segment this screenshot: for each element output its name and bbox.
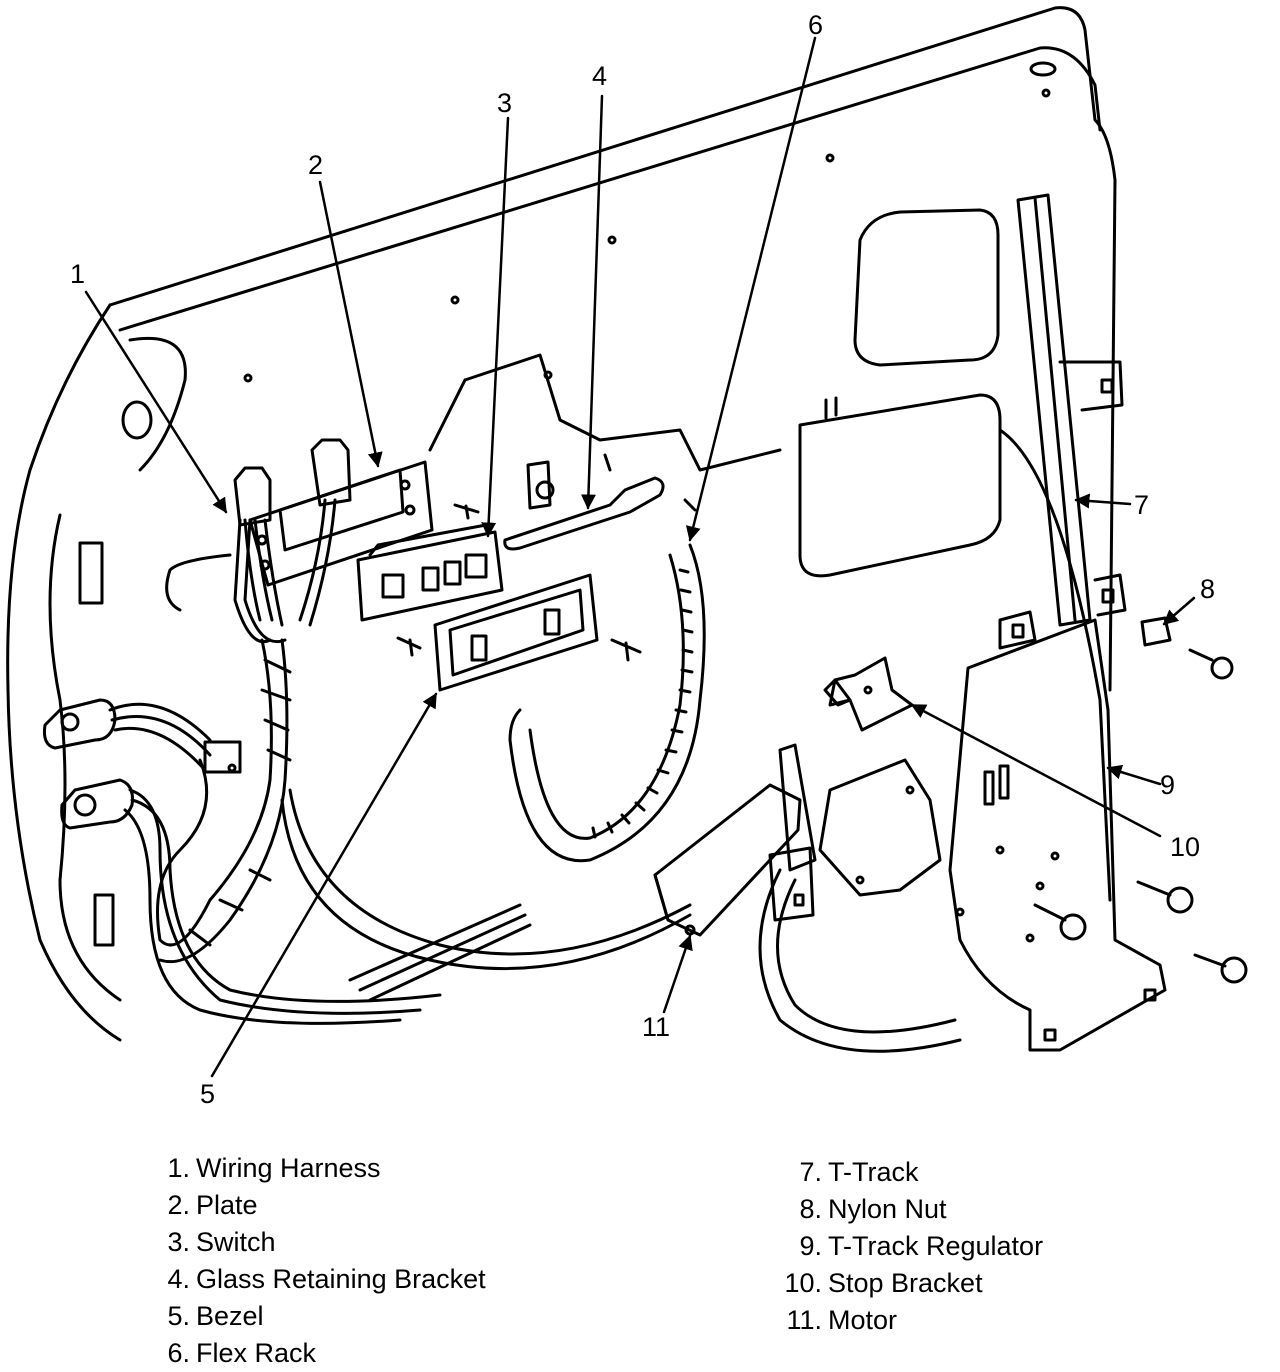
legend-number: 10. (784, 1268, 822, 1298)
callout-11: 11 (642, 1012, 671, 1042)
legend-item: 5.Bezel (150, 1298, 486, 1335)
wiring-harness-drawing (43, 518, 692, 1025)
callout-3: 3 (497, 88, 513, 118)
stop-bracket-drawing (823, 656, 914, 732)
leader-lines (84, 36, 1196, 1078)
legend-item: 4.Glass Retaining Bracket (150, 1261, 486, 1298)
flex-rack-drawing (508, 543, 706, 863)
callout-7: 7 (1134, 490, 1150, 520)
legend-number: 3. (167, 1227, 190, 1257)
screws-drawing (396, 503, 642, 662)
legend-right: 7.T-Track 8.Nylon Nut 9.T-Track Regulato… (782, 1154, 1043, 1339)
nylon-nut-and-bolts-drawing (1033, 616, 1248, 984)
legend-number: 5. (167, 1301, 190, 1331)
t-track-regulator-drawing (948, 193, 1167, 1052)
switch-drawing (356, 523, 504, 622)
callout-1: 1 (70, 259, 86, 289)
legend-number: 2. (167, 1190, 190, 1220)
legend-label: Glass Retaining Bracket (196, 1264, 486, 1294)
callout-9: 9 (1160, 770, 1176, 800)
callout-5: 5 (200, 1079, 216, 1109)
legend-number: 6. (167, 1338, 190, 1368)
legend-label: Wiring Harness (196, 1153, 381, 1183)
callout-6: 6 (808, 10, 824, 40)
legend-item: 8.Nylon Nut (782, 1191, 1043, 1228)
legend-label: Stop Bracket (828, 1268, 983, 1298)
legend-label: Plate (196, 1190, 258, 1220)
glass-retaining-bracket-drawing (503, 453, 697, 551)
legend-number: 1. (167, 1153, 190, 1183)
legend-item: 1.Wiring Harness (150, 1150, 486, 1187)
legend-item: 2.Plate (150, 1187, 486, 1224)
bezel-drawing (433, 573, 599, 692)
callout-2: 2 (308, 150, 324, 180)
door-inner-panel (6, 6, 1117, 1042)
legend-item: 7.T-Track (782, 1154, 1043, 1191)
legend-item: 9.T-Track Regulator (782, 1228, 1043, 1265)
legend-number: 7. (799, 1157, 822, 1187)
legend-label: Bezel (196, 1301, 264, 1331)
legend-number: 11. (786, 1305, 822, 1335)
legend-item: 11.Motor (782, 1302, 1043, 1339)
callout-10: 10 (1170, 832, 1201, 862)
motor-drawing (653, 743, 962, 1053)
plate-drawing (248, 460, 434, 587)
legend-number: 4. (167, 1264, 190, 1294)
callout-8: 8 (1200, 574, 1216, 604)
legend-label: Switch (196, 1227, 276, 1257)
legend-label: Nylon Nut (828, 1194, 947, 1224)
door-assembly-drawing (6, 6, 1248, 1078)
legend-number: 9. (799, 1231, 822, 1261)
legend-left: 1.Wiring Harness 2.Plate 3.Switch 4.Glas… (150, 1150, 486, 1372)
legend-item: 3.Switch (150, 1224, 486, 1261)
legend-item: 6.Flex Rack (150, 1335, 486, 1372)
legend-item: 10.Stop Bracket (782, 1265, 1043, 1302)
legend-label: T-Track (828, 1157, 919, 1187)
legend-label: Flex Rack (196, 1338, 317, 1368)
switch-connectors (233, 438, 352, 627)
callout-4: 4 (592, 61, 608, 91)
legend-number: 8. (799, 1194, 822, 1224)
legend-label: T-Track Regulator (828, 1231, 1044, 1261)
legend-label: Motor (828, 1305, 898, 1335)
